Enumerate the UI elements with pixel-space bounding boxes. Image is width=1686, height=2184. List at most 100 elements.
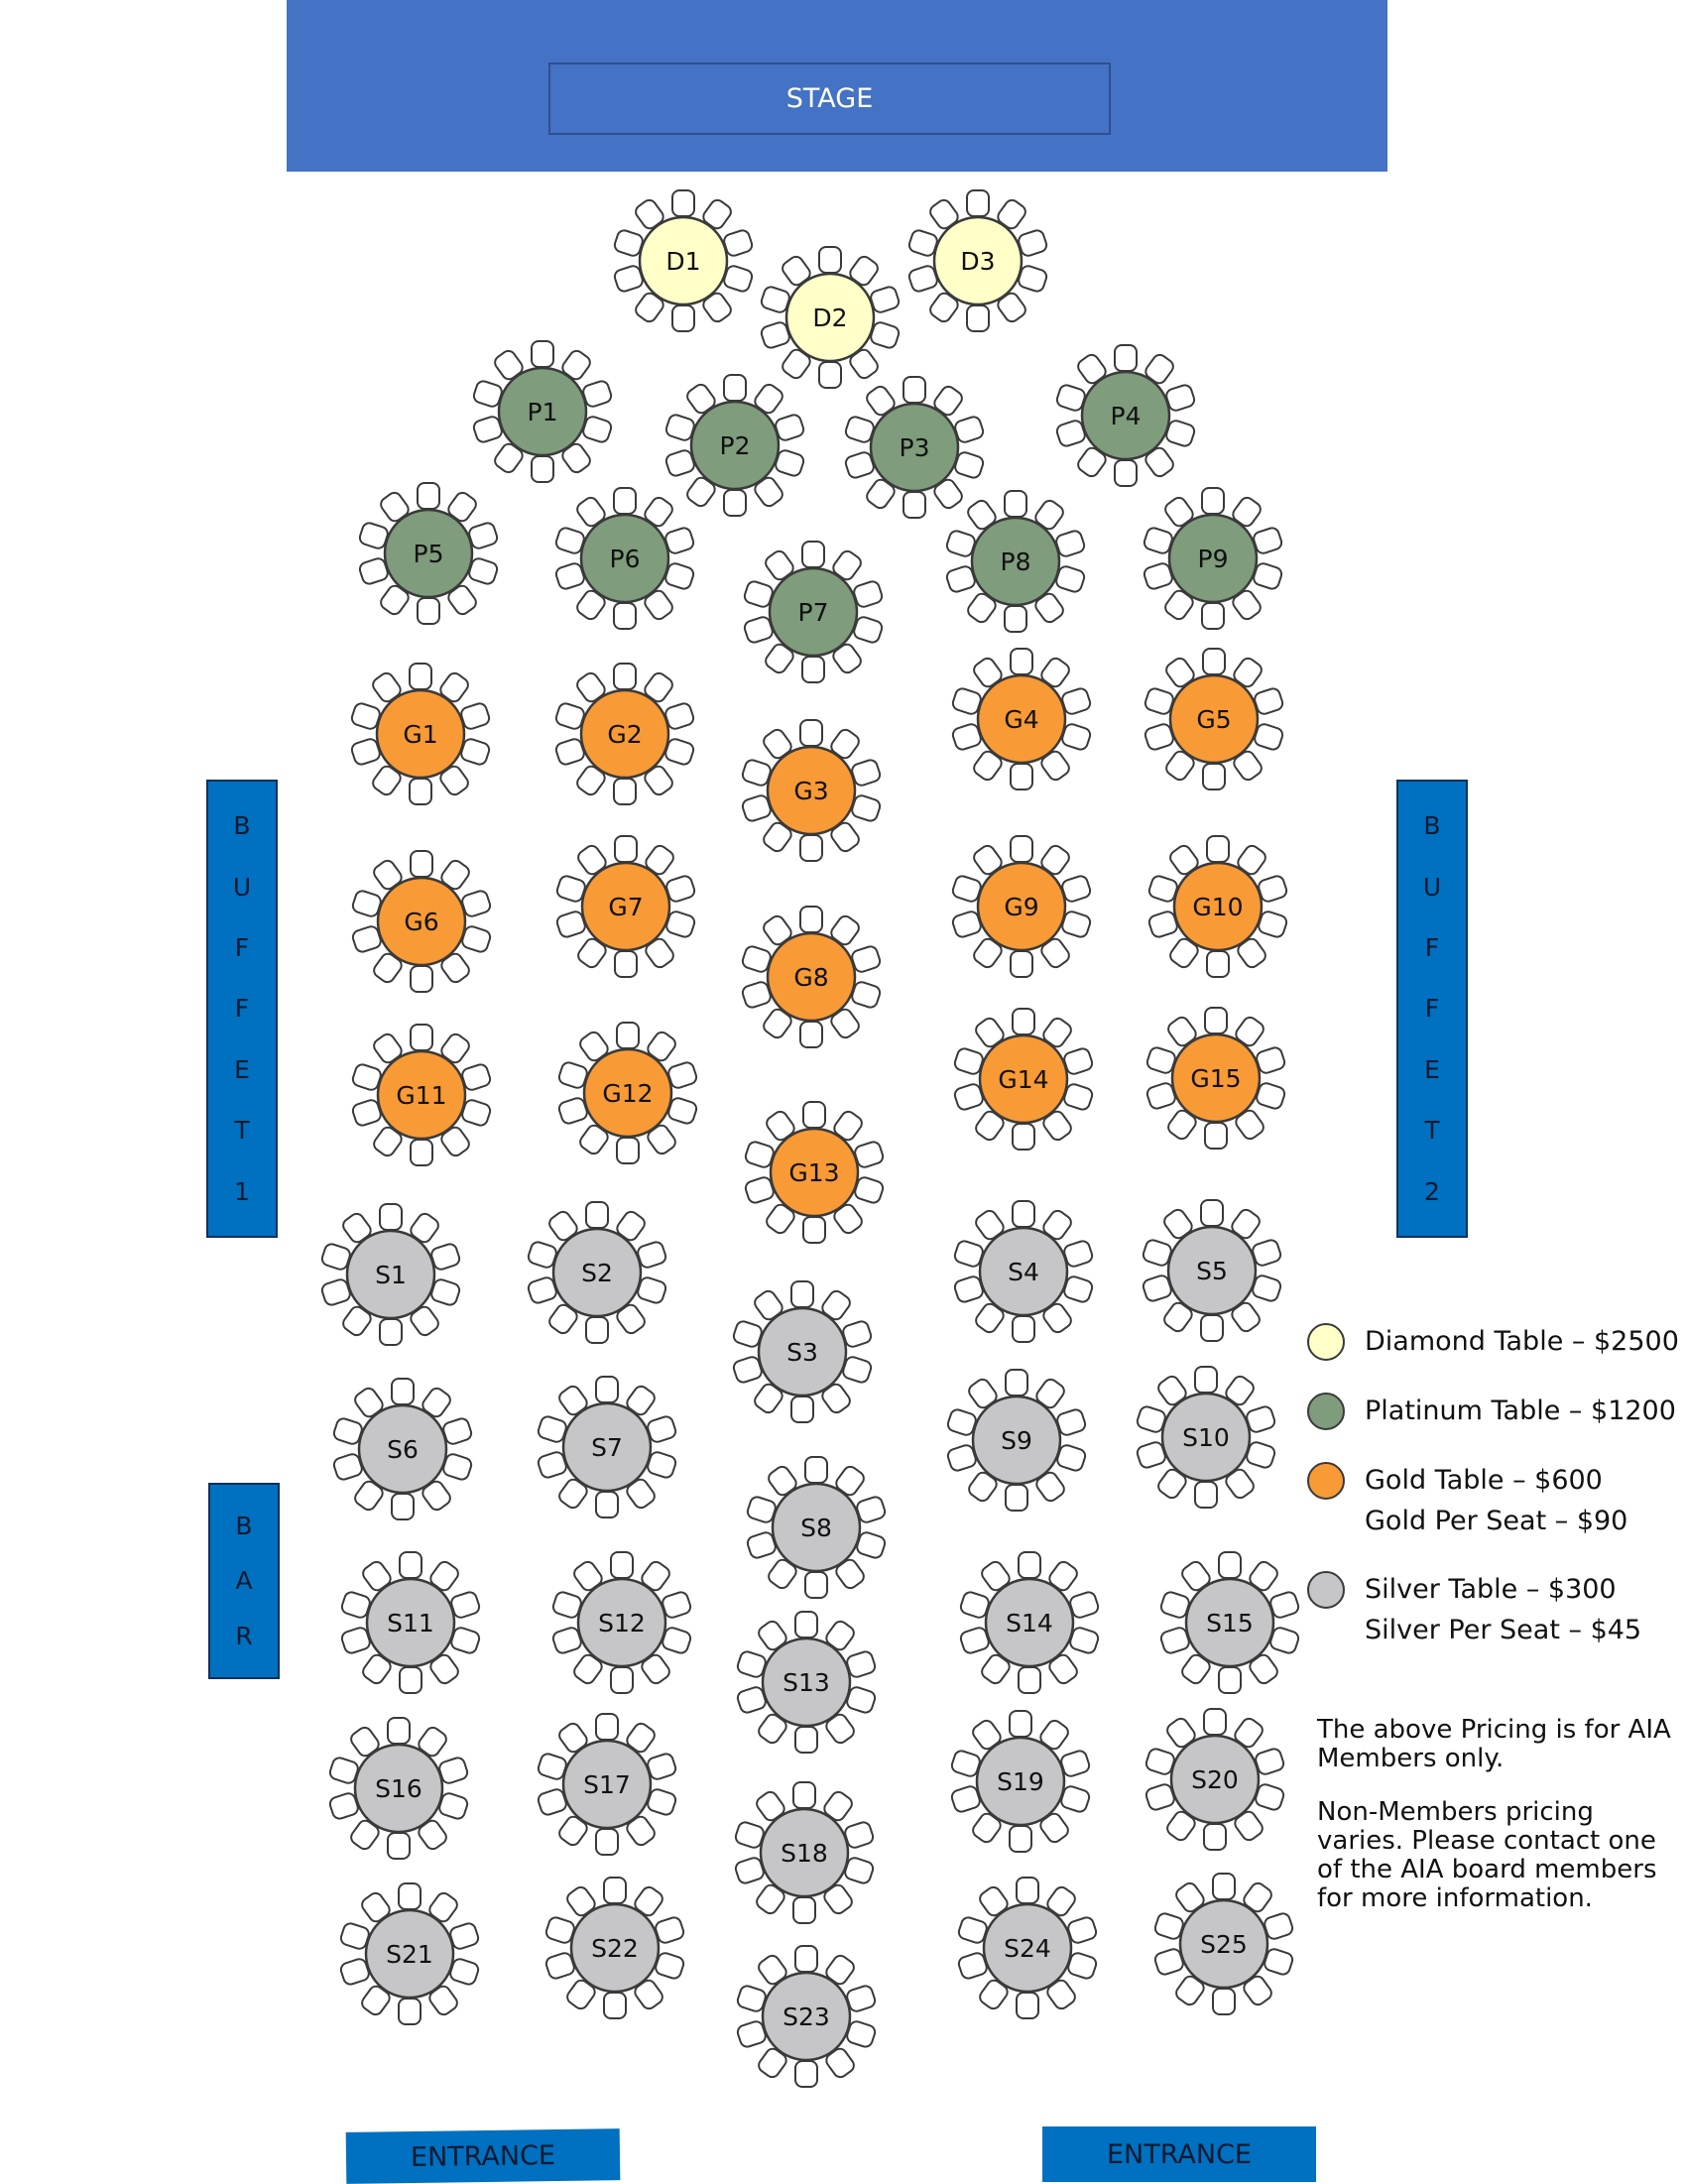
silver-table-top xyxy=(757,1306,848,1397)
gold-table-top xyxy=(376,876,467,967)
table-label: S16 xyxy=(375,1774,422,1803)
table-label: G12 xyxy=(602,1079,653,1108)
platinum-swatch xyxy=(1307,1393,1345,1430)
chair xyxy=(804,1571,828,1599)
chair xyxy=(1200,1314,1224,1342)
table-g1: G1 xyxy=(350,663,491,805)
buffet-1-letter: T xyxy=(234,1116,250,1146)
table-s9: S9 xyxy=(946,1369,1087,1512)
silver-table-top xyxy=(365,1577,456,1668)
table-s25: S25 xyxy=(1153,1873,1294,2015)
table-label: G4 xyxy=(1004,705,1038,734)
chair xyxy=(391,1493,415,1520)
chair xyxy=(387,1717,411,1745)
table-label: P5 xyxy=(414,540,444,568)
gold-table-top xyxy=(1170,1032,1262,1124)
buffet-1-letter: B xyxy=(233,811,251,841)
table-label: S2 xyxy=(581,1259,613,1287)
chair xyxy=(792,1781,816,1809)
gold-table-top xyxy=(978,1033,1069,1125)
table-label: S4 xyxy=(1008,1258,1039,1286)
table-p7: P7 xyxy=(743,541,884,683)
silver-table-top xyxy=(353,1743,444,1834)
table-g12: G12 xyxy=(557,1022,698,1164)
chair xyxy=(613,602,637,630)
chair xyxy=(671,189,695,217)
gold-table-top xyxy=(376,1049,467,1141)
table-s11: S11 xyxy=(340,1551,481,1694)
entrance-right: ENTRANCE xyxy=(1042,2126,1316,2182)
table-label: S6 xyxy=(387,1435,419,1464)
chair xyxy=(794,1945,818,1973)
table-s24: S24 xyxy=(957,1877,1098,2019)
chair xyxy=(398,1882,422,1910)
table-label: S24 xyxy=(1004,1934,1051,1963)
buffet-2-letter: F xyxy=(1424,933,1440,963)
chair xyxy=(1218,1551,1242,1579)
silver-table-top xyxy=(569,1902,661,1994)
table-s7: S7 xyxy=(537,1376,677,1518)
silver-swatch xyxy=(1307,1571,1345,1609)
legend-diamond-line: Diamond Table – $2500 xyxy=(1365,1326,1679,1357)
table-label: S21 xyxy=(386,1940,433,1969)
chair xyxy=(399,1551,422,1579)
table-p9: P9 xyxy=(1143,487,1283,630)
table-label: G11 xyxy=(396,1081,446,1110)
table-label: S20 xyxy=(1191,1765,1239,1794)
chair xyxy=(1203,1708,1227,1736)
chair xyxy=(723,374,747,402)
silver-table-top xyxy=(345,1229,436,1320)
diamond-table-top xyxy=(784,272,876,363)
silver-table-top xyxy=(1184,1577,1275,1668)
platinum-table-top xyxy=(383,508,474,599)
chair xyxy=(794,1726,818,1754)
buffet-2-letter: T xyxy=(1424,1116,1440,1146)
table-s19: S19 xyxy=(950,1710,1091,1853)
silver-table-top xyxy=(551,1227,643,1318)
buffet-1-letter: F xyxy=(234,994,250,1024)
chair xyxy=(1010,835,1033,863)
chair xyxy=(799,834,823,862)
silver-table-top xyxy=(576,1577,667,1668)
table-s20: S20 xyxy=(1144,1708,1285,1851)
chair xyxy=(614,835,638,863)
buffet-2-letter: U xyxy=(1422,872,1442,902)
buffet-1-letter: F xyxy=(234,933,250,963)
table-label: S7 xyxy=(591,1433,623,1462)
chair xyxy=(614,950,638,978)
chair xyxy=(1218,1666,1242,1694)
chair xyxy=(1200,1199,1224,1227)
chair xyxy=(1005,1369,1028,1396)
legend-gold-line: Gold Table – $600 xyxy=(1365,1465,1603,1496)
buffet-2-letter: B xyxy=(1423,811,1441,841)
chair xyxy=(616,1137,640,1164)
table-g11: G11 xyxy=(351,1024,492,1166)
gold-table-top xyxy=(976,861,1067,952)
legend-diamond: Diamond Table – $2500 xyxy=(1307,1323,1679,1362)
chair xyxy=(595,1491,619,1518)
chair xyxy=(610,1666,634,1694)
stage-label: STAGE xyxy=(548,62,1111,135)
chair xyxy=(1201,602,1225,630)
chair xyxy=(409,663,432,690)
chair xyxy=(595,1828,619,1856)
diamond-table-top xyxy=(932,215,1024,306)
chair xyxy=(1012,1200,1035,1228)
chair xyxy=(379,1203,403,1231)
table-s5: S5 xyxy=(1142,1199,1282,1342)
legend-platinum-line: Platinum Table – $1200 xyxy=(1365,1395,1676,1426)
table-label: S10 xyxy=(1182,1423,1230,1452)
chair xyxy=(595,1713,619,1741)
platinum-table-top xyxy=(579,513,670,604)
chair xyxy=(1194,1366,1218,1394)
chair xyxy=(671,304,695,332)
silver-table-top xyxy=(1166,1225,1258,1316)
table-s3: S3 xyxy=(732,1280,873,1423)
legend-silver: Silver Table – $300 Silver Per Seat – $4… xyxy=(1307,1571,1641,1650)
table-p8: P8 xyxy=(945,490,1086,633)
chair xyxy=(616,1022,640,1049)
chair xyxy=(1016,1992,1039,2019)
chair xyxy=(1009,1710,1032,1738)
chair xyxy=(818,361,842,389)
buffet-1-letter: U xyxy=(232,872,252,902)
